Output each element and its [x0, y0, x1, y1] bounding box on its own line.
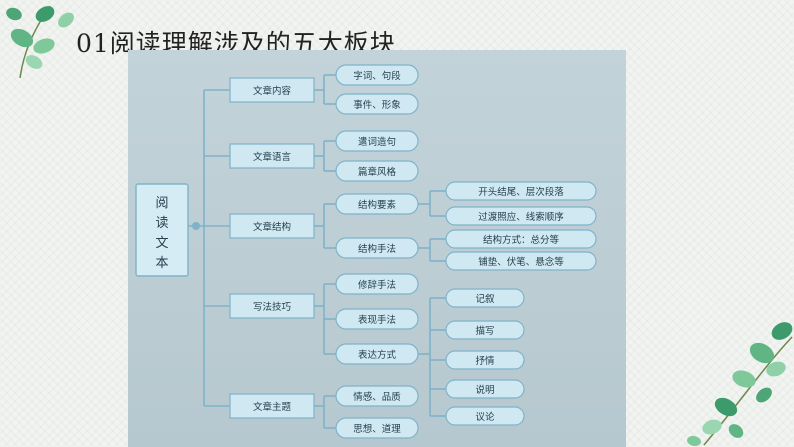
sub-label: 表达方式 [358, 349, 397, 361]
sub-label: 事件、形象 [353, 99, 401, 111]
section-label: 文章内容 [253, 85, 292, 97]
sub-label: 结构手法 [358, 243, 396, 255]
mind-map-photo: 阅 读 文 本 文章内容 文章语言 文章结构 写法技巧 文章主题 [128, 50, 626, 447]
sub-node: 事件、形象 [335, 93, 419, 115]
sub-node: 遣词造句 [335, 130, 419, 152]
sub-node: 篇章风格 [335, 160, 419, 182]
leaf-label: 结构方式：总分等 [483, 234, 560, 246]
sub-node: 字词、句段 [335, 64, 419, 86]
leaf-node: 描写 [445, 320, 525, 340]
leaf-node: 过渡照应、线索顺序 [445, 206, 597, 226]
section-node-technique: 写法技巧 [229, 293, 315, 319]
leaf-label: 描写 [475, 325, 494, 337]
mind-map-diagram: 阅 读 文 本 文章内容 文章语言 文章结构 写法技巧 文章主题 [135, 64, 597, 439]
sub-node: 情感、品质 [335, 385, 419, 407]
root-char: 阅 [155, 196, 168, 211]
section-label: 文章结构 [253, 221, 291, 233]
section-node-language: 文章语言 [229, 143, 315, 169]
sub-label: 字词、句段 [353, 70, 401, 82]
section-node-theme: 文章主题 [229, 393, 315, 419]
section-label: 写法技巧 [253, 301, 292, 313]
sub-label: 修辞手法 [358, 279, 396, 291]
section-node-structure: 文章结构 [229, 213, 315, 239]
leaf-node: 铺垫、伏笔、悬念等 [445, 251, 597, 271]
section-label: 文章语言 [253, 151, 292, 163]
sub-label: 表现手法 [358, 314, 396, 326]
root-char: 读 [155, 216, 168, 231]
leaf-node: 记叙 [445, 288, 525, 308]
leaf-label: 议论 [475, 411, 495, 423]
root-char: 文 [155, 236, 168, 251]
section-label: 文章主题 [253, 401, 292, 413]
sub-node: 思想、道理 [335, 417, 419, 439]
sub-node: 结构要素 [335, 193, 419, 215]
sub-label: 篇章风格 [358, 166, 397, 178]
sub-label: 思想、道理 [353, 423, 401, 435]
leaf-label: 抒情 [475, 355, 495, 367]
leaf-node: 结构方式：总分等 [445, 229, 597, 249]
leaf-label: 记叙 [475, 293, 495, 305]
sub-label: 情感、品质 [353, 391, 401, 403]
leaf-label: 过渡照应、线索顺序 [478, 211, 564, 223]
sub-node: 修辞手法 [335, 273, 419, 295]
leaf-node: 议论 [445, 406, 525, 426]
root-node: 阅 读 文 本 [135, 183, 189, 277]
sub-node: 结构手法 [335, 237, 419, 259]
sub-node: 表现手法 [335, 308, 419, 330]
leaf-node: 说明 [445, 379, 525, 399]
leaf-decoration-bottom-right [687, 322, 793, 447]
leaf-node: 抒情 [445, 350, 525, 370]
section-node-content: 文章内容 [229, 77, 315, 103]
sub-label: 遣词造句 [358, 136, 396, 148]
leaf-connectors [418, 190, 446, 417]
root-connector [188, 89, 230, 407]
sub-node: 表达方式 [335, 343, 419, 365]
leaf-decoration-top-left [6, 5, 74, 78]
section-connectors [314, 74, 336, 429]
sub-label: 结构要素 [358, 199, 397, 211]
leaf-label: 铺垫、伏笔、悬念等 [478, 256, 564, 268]
leaf-label: 开头结尾、层次段落 [478, 186, 564, 198]
leaf-node: 开头结尾、层次段落 [445, 181, 597, 201]
leaf-label: 说明 [475, 384, 494, 396]
root-char: 本 [155, 256, 168, 271]
